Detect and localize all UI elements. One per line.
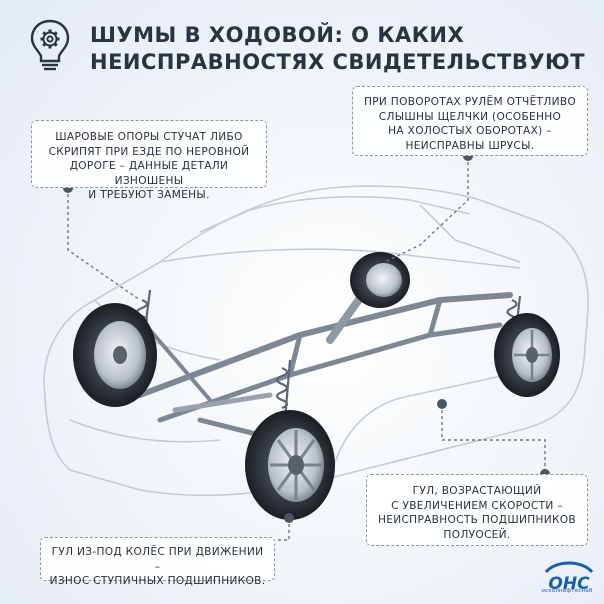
wheel-rear-left xyxy=(350,252,410,308)
callout-line: и требуют замены. xyxy=(88,189,210,201)
callout-wheel-bearings: Гул, возрастающий с увеличением скорости… xyxy=(366,474,588,546)
callout-line: с увеличением скорости – xyxy=(391,499,563,512)
callout-line: неисправность подшипников xyxy=(378,514,576,526)
callout-line: скрипят при езде по неровной xyxy=(48,145,250,158)
callout-line: слышны щелчки (особенно xyxy=(378,110,562,123)
leader-lines xyxy=(67,156,546,541)
chassis-frame xyxy=(137,266,513,443)
callout-line: неисправны ШРУСы. xyxy=(405,139,535,152)
title-line-1: Шумы в ходовой: о каких xyxy=(90,23,465,47)
steering-rack xyxy=(172,392,273,413)
front-right-strut xyxy=(275,359,292,421)
callout-line: При поворотах рулём отчётливо xyxy=(363,96,577,108)
lightbulb-gear-icon xyxy=(30,19,70,71)
page-title: Шумы в ходовой: о каких неисправностях с… xyxy=(90,22,590,76)
callout-line: Гул из-под колёс при движении – xyxy=(51,546,264,573)
callout-line: дороге – данные детали изношены xyxy=(69,160,229,187)
title-line-2: неисправностях свидетельствуют xyxy=(90,50,586,74)
ohc-logo: OHC xyxy=(544,561,594,594)
callout-hub-bearings: Гул из-под колёс при движении – износ ст… xyxy=(40,537,275,587)
callout-line: полуосей. xyxy=(443,528,511,541)
wheel-front-right xyxy=(245,410,335,520)
callout-line: на холостых оборотах) – xyxy=(388,125,552,137)
callout-line: износ ступичных подшипников. xyxy=(49,575,266,587)
logo-mark: OHC xyxy=(548,574,590,594)
callout-cv-joints: При поворотах рулём отчётливо слышны щел… xyxy=(352,86,588,156)
callout-ball-joints: Шаровые опоры стучат либо скрипят при ез… xyxy=(31,120,267,201)
wheel-rear-right xyxy=(494,313,560,397)
callout-line: Шаровые опоры стучат либо xyxy=(55,131,243,143)
wheel-front-left xyxy=(73,303,157,407)
logo-caption: осколнефтеснаб xyxy=(541,588,593,594)
callout-line: Гул, возрастающий xyxy=(412,485,542,497)
